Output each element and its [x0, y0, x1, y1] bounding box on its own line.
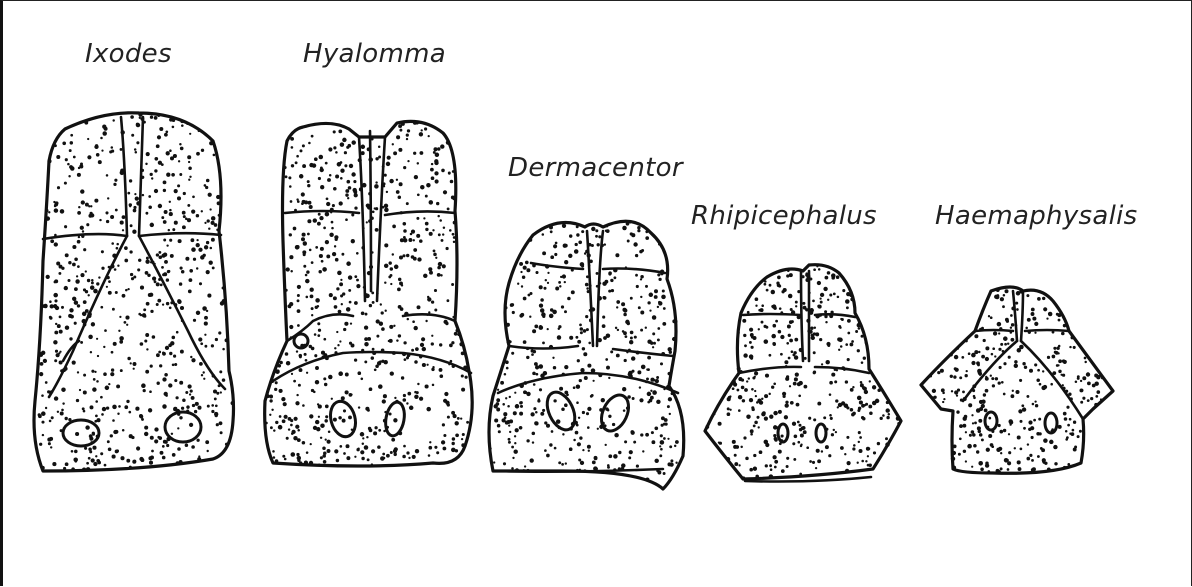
- ixodes-capitulum-drawing: [34, 113, 234, 472]
- capitulum-illustrations: [3, 1, 1192, 587]
- label-rhipicephalus: Rhipicephalus: [691, 201, 877, 231]
- label-ixodes: Ixodes: [85, 39, 172, 69]
- dermacentor-capitulum-drawing: [489, 221, 684, 489]
- label-hyalomma: Hyalomma: [303, 39, 446, 69]
- rhipicephalus-capitulum-drawing: [705, 265, 901, 482]
- haemaphysalis-capitulum-drawing: [921, 287, 1113, 473]
- label-dermacentor: Dermacentor: [508, 153, 683, 183]
- label-haemaphysalis: Haemaphysalis: [935, 201, 1137, 231]
- hyalomma-capitulum-drawing: [265, 121, 473, 466]
